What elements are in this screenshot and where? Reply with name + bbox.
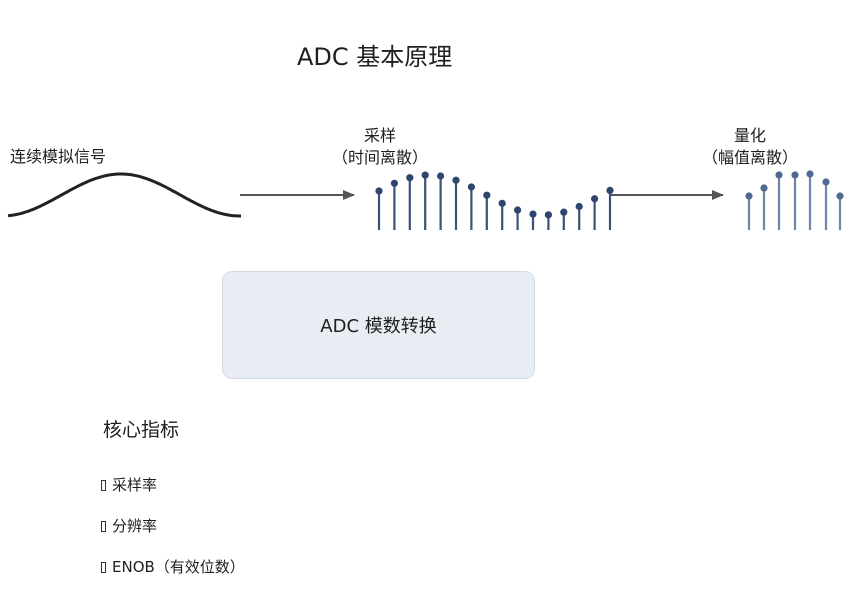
stem-dot (606, 186, 614, 194)
stem-dot (406, 174, 414, 182)
analog-sine-wave (7, 172, 241, 218)
stem-dot (514, 206, 522, 214)
stem-dot (390, 179, 398, 187)
stem-dot (452, 176, 460, 184)
stem-dot (836, 192, 844, 200)
stem-dot (760, 184, 768, 192)
metrics-heading: 核心指标 (103, 419, 180, 441)
stem-dot (575, 202, 583, 211)
stem-dot (544, 211, 553, 219)
metric-item-text: 分辨率 (112, 517, 158, 535)
stem-dot (745, 192, 753, 200)
stem-dot (437, 172, 445, 180)
adc-conversion-box: ADC 模数转换 (222, 271, 535, 379)
quantization-label-line2: （幅值离散） (701, 148, 798, 167)
stem-dot (822, 178, 830, 186)
bullet-glyph-icon (101, 520, 106, 532)
sampling-label-line2: （时间离散） (331, 148, 428, 167)
stem-dot (806, 170, 814, 178)
quantized-signal-stems (745, 170, 844, 230)
metric-item-text: ENOB（有效位数） (112, 558, 245, 576)
stem-dot (421, 171, 429, 179)
adc-box-label: ADC 模数转换 (320, 316, 437, 337)
stem-dot (560, 208, 568, 216)
page-title: ADC 基本原理 (297, 43, 453, 71)
bullet-glyph-icon (101, 479, 106, 491)
sampled-signal-stems (375, 171, 614, 230)
metric-item: 采样率 (101, 475, 157, 495)
analog-signal-label: 连续模拟信号 (10, 147, 107, 166)
quantization-label-line1: 量化 (733, 126, 766, 145)
sampling-label-line1: 采样 (363, 126, 396, 145)
stem-dot (775, 171, 783, 179)
stem-dot (791, 171, 799, 179)
stem-dot (591, 195, 599, 203)
stem-dot (529, 210, 537, 218)
metric-item: 分辨率 (101, 516, 157, 536)
bullet-glyph-icon (101, 561, 106, 573)
stem-dot (467, 183, 475, 191)
stem-dot (375, 187, 383, 195)
stem-dot (498, 199, 506, 207)
stem-dot (483, 191, 491, 199)
metric-item: ENOB（有效位数） (101, 557, 245, 577)
metric-item-text: 采样率 (112, 476, 158, 494)
